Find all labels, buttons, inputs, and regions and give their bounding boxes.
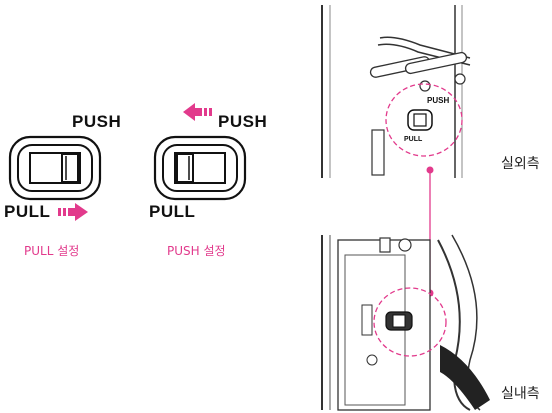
arrow-left-icon: [183, 103, 212, 121]
push-setting-pull-label: PULL: [149, 202, 196, 221]
push-setting-push-label: PUSH: [218, 112, 268, 131]
outside-door-illustration: [321, 5, 471, 178]
outside-label: 실외측: [501, 156, 540, 172]
inside-door-illustration: [321, 234, 490, 411]
push-setting-caption: PUSH 설정: [167, 244, 226, 258]
photo-switch-push-label: PUSH: [427, 96, 450, 105]
pull-setting-push-label: PUSH: [72, 112, 122, 131]
push-setting-switch: [153, 135, 247, 201]
photo-switch-pull-label: PULL: [404, 136, 423, 143]
arrow-right-icon: [58, 203, 88, 221]
pull-setting-caption: PULL 설정: [24, 244, 80, 258]
pull-setting-switch: [8, 135, 102, 201]
pull-setting-pull-label: PULL: [4, 202, 51, 221]
inside-label: 실내측: [501, 386, 540, 402]
